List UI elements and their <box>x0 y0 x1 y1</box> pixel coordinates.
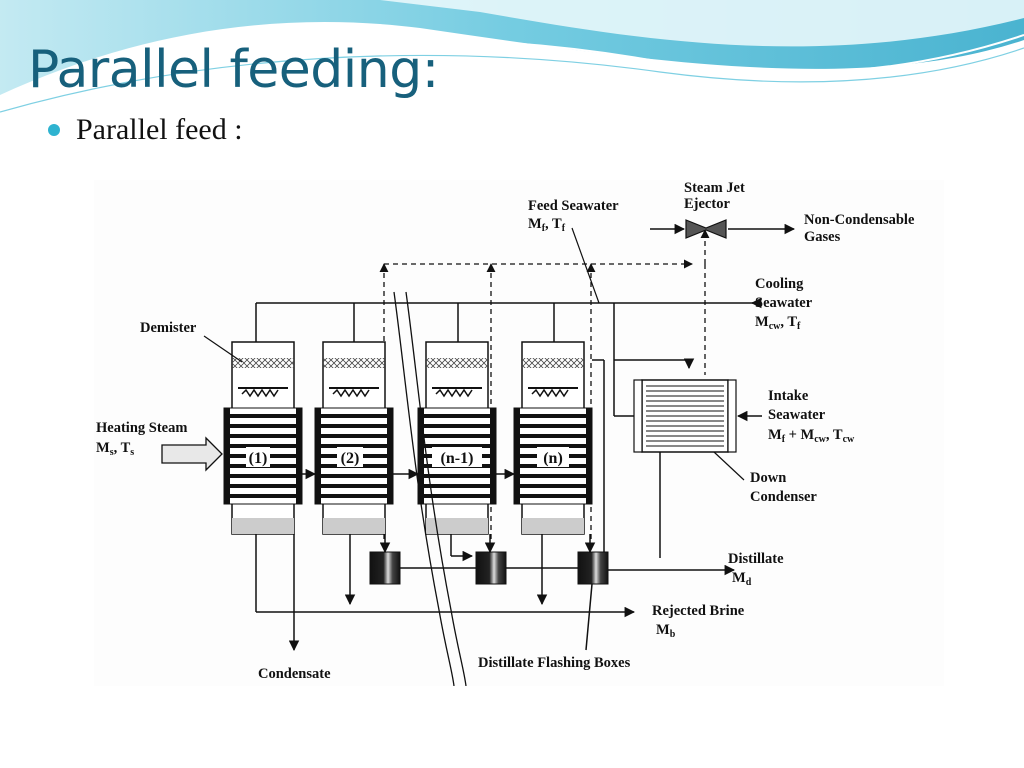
bullet-item: Parallel feed : <box>48 110 243 150</box>
steam-jet-ejector <box>650 219 796 239</box>
down-condenser <box>633 379 762 558</box>
effect-1: (1) <box>223 341 303 535</box>
label-heating-steam-vars: Ms, Ts <box>96 440 134 458</box>
label-steam-jet: Steam Jet <box>684 180 745 196</box>
label-feed-seawater-vars: Mf, Tf <box>528 216 566 234</box>
stage-label-n-minus-1: (n-1) <box>441 450 474 467</box>
parallel-feed-diagram: (1) (2) <box>94 180 944 686</box>
product-lines <box>255 534 736 652</box>
stage-label-2: (2) <box>341 450 360 467</box>
bullet-text: Parallel feed : <box>76 113 243 146</box>
label-cooling: Cooling <box>755 276 804 292</box>
label-cooling-vars: Mcw, Tf <box>755 314 801 332</box>
slide-title: Parallel feeding: <box>28 40 439 100</box>
distillate-flashing-boxes <box>369 551 609 585</box>
stage-label-n: (n) <box>543 450 563 467</box>
label-rejected-brine: Rejected Brine <box>652 603 745 619</box>
label-gases: Gases <box>804 229 841 245</box>
label-heating-steam: Heating Steam <box>96 420 187 436</box>
label-condenser: Condenser <box>750 489 817 505</box>
label-intake-vars: Mf + Mcw, Tcw <box>768 427 855 445</box>
demister-pointer <box>203 335 243 363</box>
stage-label-1: (1) <box>249 450 268 467</box>
label-non-condensable: Non-Condensable <box>804 212 915 228</box>
effect-n-minus-1: (n-1) <box>417 341 497 535</box>
heating-steam-arrow <box>161 436 223 472</box>
effect-n: (n) <box>513 341 593 535</box>
label-feed-seawater: Feed Seawater <box>528 198 619 214</box>
label-down: Down <box>750 470 786 486</box>
label-condensate: Condensate <box>258 666 331 682</box>
labels: Feed Seawater Mf, Tf Steam Jet Ejector N… <box>96 180 915 682</box>
header-wave-decoration <box>0 0 1024 113</box>
label-intake: Intake <box>768 388 809 404</box>
bullet-dot-icon <box>48 124 60 136</box>
vapor-lines <box>302 359 605 570</box>
label-demister: Demister <box>140 320 197 336</box>
label-cooling-seawater: Seawater <box>755 295 813 311</box>
effect-2: (2) <box>314 341 394 535</box>
label-distillate-flashing-boxes: Distillate Flashing Boxes <box>478 655 631 671</box>
feed-seawater-pointer <box>571 227 600 304</box>
label-distillate: Distillate <box>728 551 784 567</box>
label-ejector: Ejector <box>684 196 730 212</box>
label-intake-seawater: Seawater <box>768 407 826 423</box>
break-line <box>393 291 467 686</box>
